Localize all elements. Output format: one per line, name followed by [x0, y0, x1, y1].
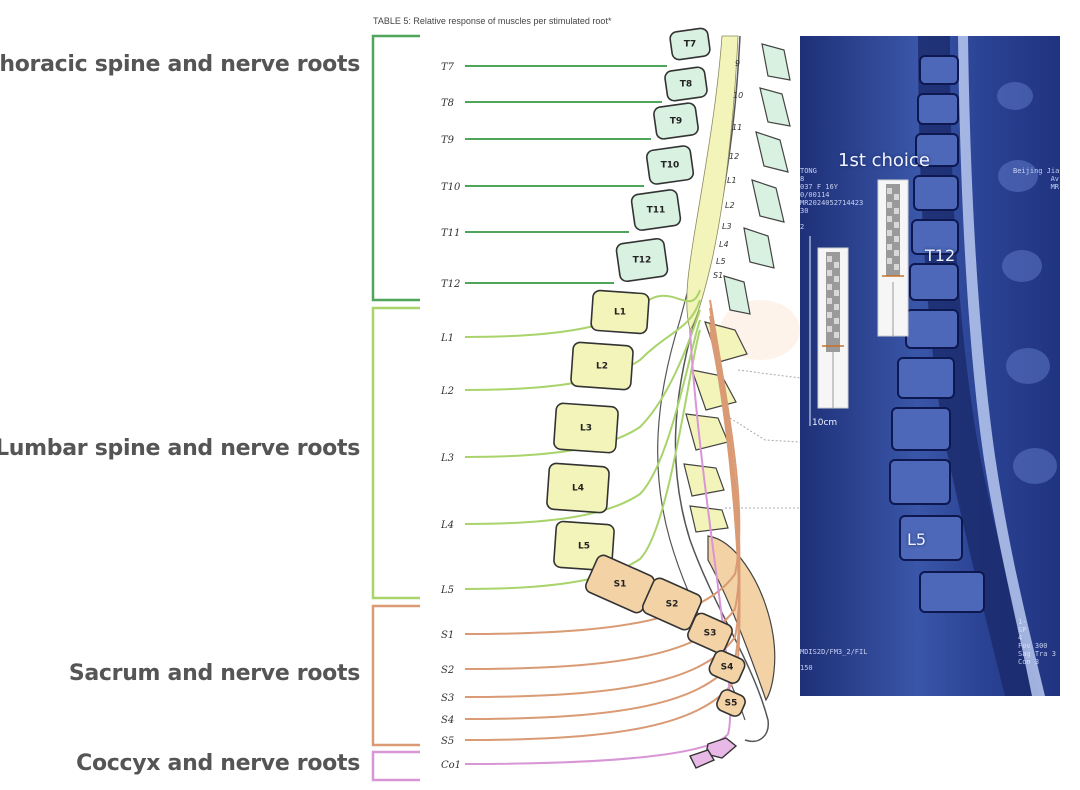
nerve-root-l4	[464, 319, 701, 525]
root-label-s3: S3	[441, 693, 454, 704]
vertebra-s2	[641, 577, 703, 631]
section-title-sacrum: Sacrum and nerve roots	[68, 661, 360, 686]
cord-label-l2: L2	[725, 201, 735, 210]
mri-image	[800, 36, 1060, 696]
mri-choice-label: 1st choice	[838, 150, 930, 171]
mri-meta-left: TONG 8 037 F 16Y 0/00114 MR2024052714423…	[800, 167, 864, 231]
vertebra-s5	[716, 689, 746, 717]
root-label-s5: S5	[441, 736, 454, 747]
vertebra-l3	[553, 402, 619, 454]
vertebra-l1	[590, 289, 650, 335]
cord-label-l1: L1	[727, 176, 737, 185]
nerve-root-l2	[464, 299, 701, 391]
vertebra-t10	[645, 145, 695, 185]
root-label-t8: T8	[441, 98, 454, 109]
root-label-co1: Co1	[441, 760, 461, 771]
vertebra-label-l1: L1	[614, 308, 626, 318]
nerve-root-l5	[464, 329, 701, 590]
root-label-l3: L3	[440, 453, 454, 464]
vertebra-label-s1: S1	[614, 580, 627, 590]
cord-label-11: 11	[732, 123, 742, 132]
root-label-t12: T12	[441, 279, 460, 290]
vertebra-l2	[570, 341, 634, 391]
vertebra-label-l2: L2	[596, 362, 608, 372]
cord-label-10: 10	[733, 91, 743, 100]
bracket-sacrum	[371, 604, 420, 747]
cord-label-9: 9	[735, 59, 740, 68]
vertebra-label-t7: T7	[684, 40, 696, 50]
mri-meta-bottom-left: MDIS2D/FM3_2/FIL 150	[800, 648, 868, 672]
cord-label-l4: L4	[719, 240, 729, 249]
cord-label-s1: S1	[713, 271, 723, 280]
cord-label-l3: L3	[722, 222, 732, 231]
nerve-root-l1	[464, 289, 701, 338]
vertebra-label-t8: T8	[680, 80, 692, 90]
electrode-lead-1	[817, 247, 849, 409]
vertebra-label-l3: L3	[580, 424, 592, 434]
vertebra-label-t10: T10	[661, 161, 680, 171]
vertebra-t8	[664, 66, 708, 102]
root-label-s2: S2	[441, 665, 454, 676]
vertebra-label-s2: S2	[666, 600, 679, 610]
vertebra-s3	[687, 612, 733, 654]
nerve-root-s2	[464, 307, 741, 670]
vertebra-t12	[615, 237, 669, 283]
nerve-root-l3	[464, 309, 701, 458]
vertebra-l4	[546, 462, 610, 514]
root-label-t7: T7	[441, 62, 455, 73]
section-title-thoracic: Thoracic spine and nerve roots	[0, 52, 360, 77]
bracket-lumbar	[371, 306, 420, 600]
root-label-t11: T11	[441, 228, 460, 239]
vertebra-label-t9: T9	[670, 117, 682, 127]
root-label-s4: S4	[441, 715, 454, 726]
vertebra-t9	[653, 102, 699, 140]
vertebra-label-l4: L4	[572, 484, 584, 494]
vertebra-label-l5: L5	[578, 542, 590, 552]
section-title-lumbar: Lumbar spine and nerve roots	[0, 436, 360, 461]
vertebra-label-s5: S5	[725, 699, 738, 709]
mri-meta-right-top: Beijing Jiangong Hos Av MR	[1013, 167, 1059, 191]
vertebra-label-s4: S4	[721, 663, 734, 673]
cord-label-l5: L5	[716, 257, 726, 266]
figure-caption: TABLE 5: Relative response of muscles pe…	[373, 16, 612, 26]
mri-scan	[800, 36, 1060, 696]
bracket-thoracic	[371, 34, 420, 302]
root-label-l4: L4	[440, 520, 454, 531]
mri-meta-bottom-right: 1- SP 4 Fov 300 Sag Tra 3 Con 3	[1018, 618, 1056, 666]
electrode-lead-2	[877, 179, 909, 337]
root-label-t9: T9	[441, 135, 455, 146]
root-label-s1: S1	[441, 630, 454, 641]
bracket-coccyx	[371, 750, 420, 782]
mri-l5-label: L5	[907, 530, 927, 549]
section-title-coccyx: Coccyx and nerve roots	[76, 751, 360, 776]
vertebra-label-s3: S3	[704, 629, 717, 639]
vertebra-t11	[630, 189, 682, 231]
vertebra-s4	[708, 650, 746, 684]
root-label-l2: L2	[440, 386, 454, 397]
vertebra-label-t11: T11	[647, 206, 666, 216]
mri-scale-label: 10cm	[812, 418, 838, 428]
vertebra-label-t12: T12	[633, 256, 652, 266]
root-label-l1: L1	[440, 333, 454, 344]
cord-label-12: 12	[729, 152, 739, 161]
coccyx-bone-tip	[689, 749, 716, 769]
root-label-t10: T10	[441, 182, 461, 193]
vertebra-t7	[669, 27, 711, 61]
mri-vertebral-bodies	[889, 55, 985, 613]
mri-t12-label: T12	[925, 246, 956, 265]
nerve-root-s1	[464, 299, 741, 635]
root-label-l5: L5	[440, 585, 454, 596]
nerve-root-co1	[464, 329, 732, 765]
spinal-cord	[686, 35, 739, 331]
